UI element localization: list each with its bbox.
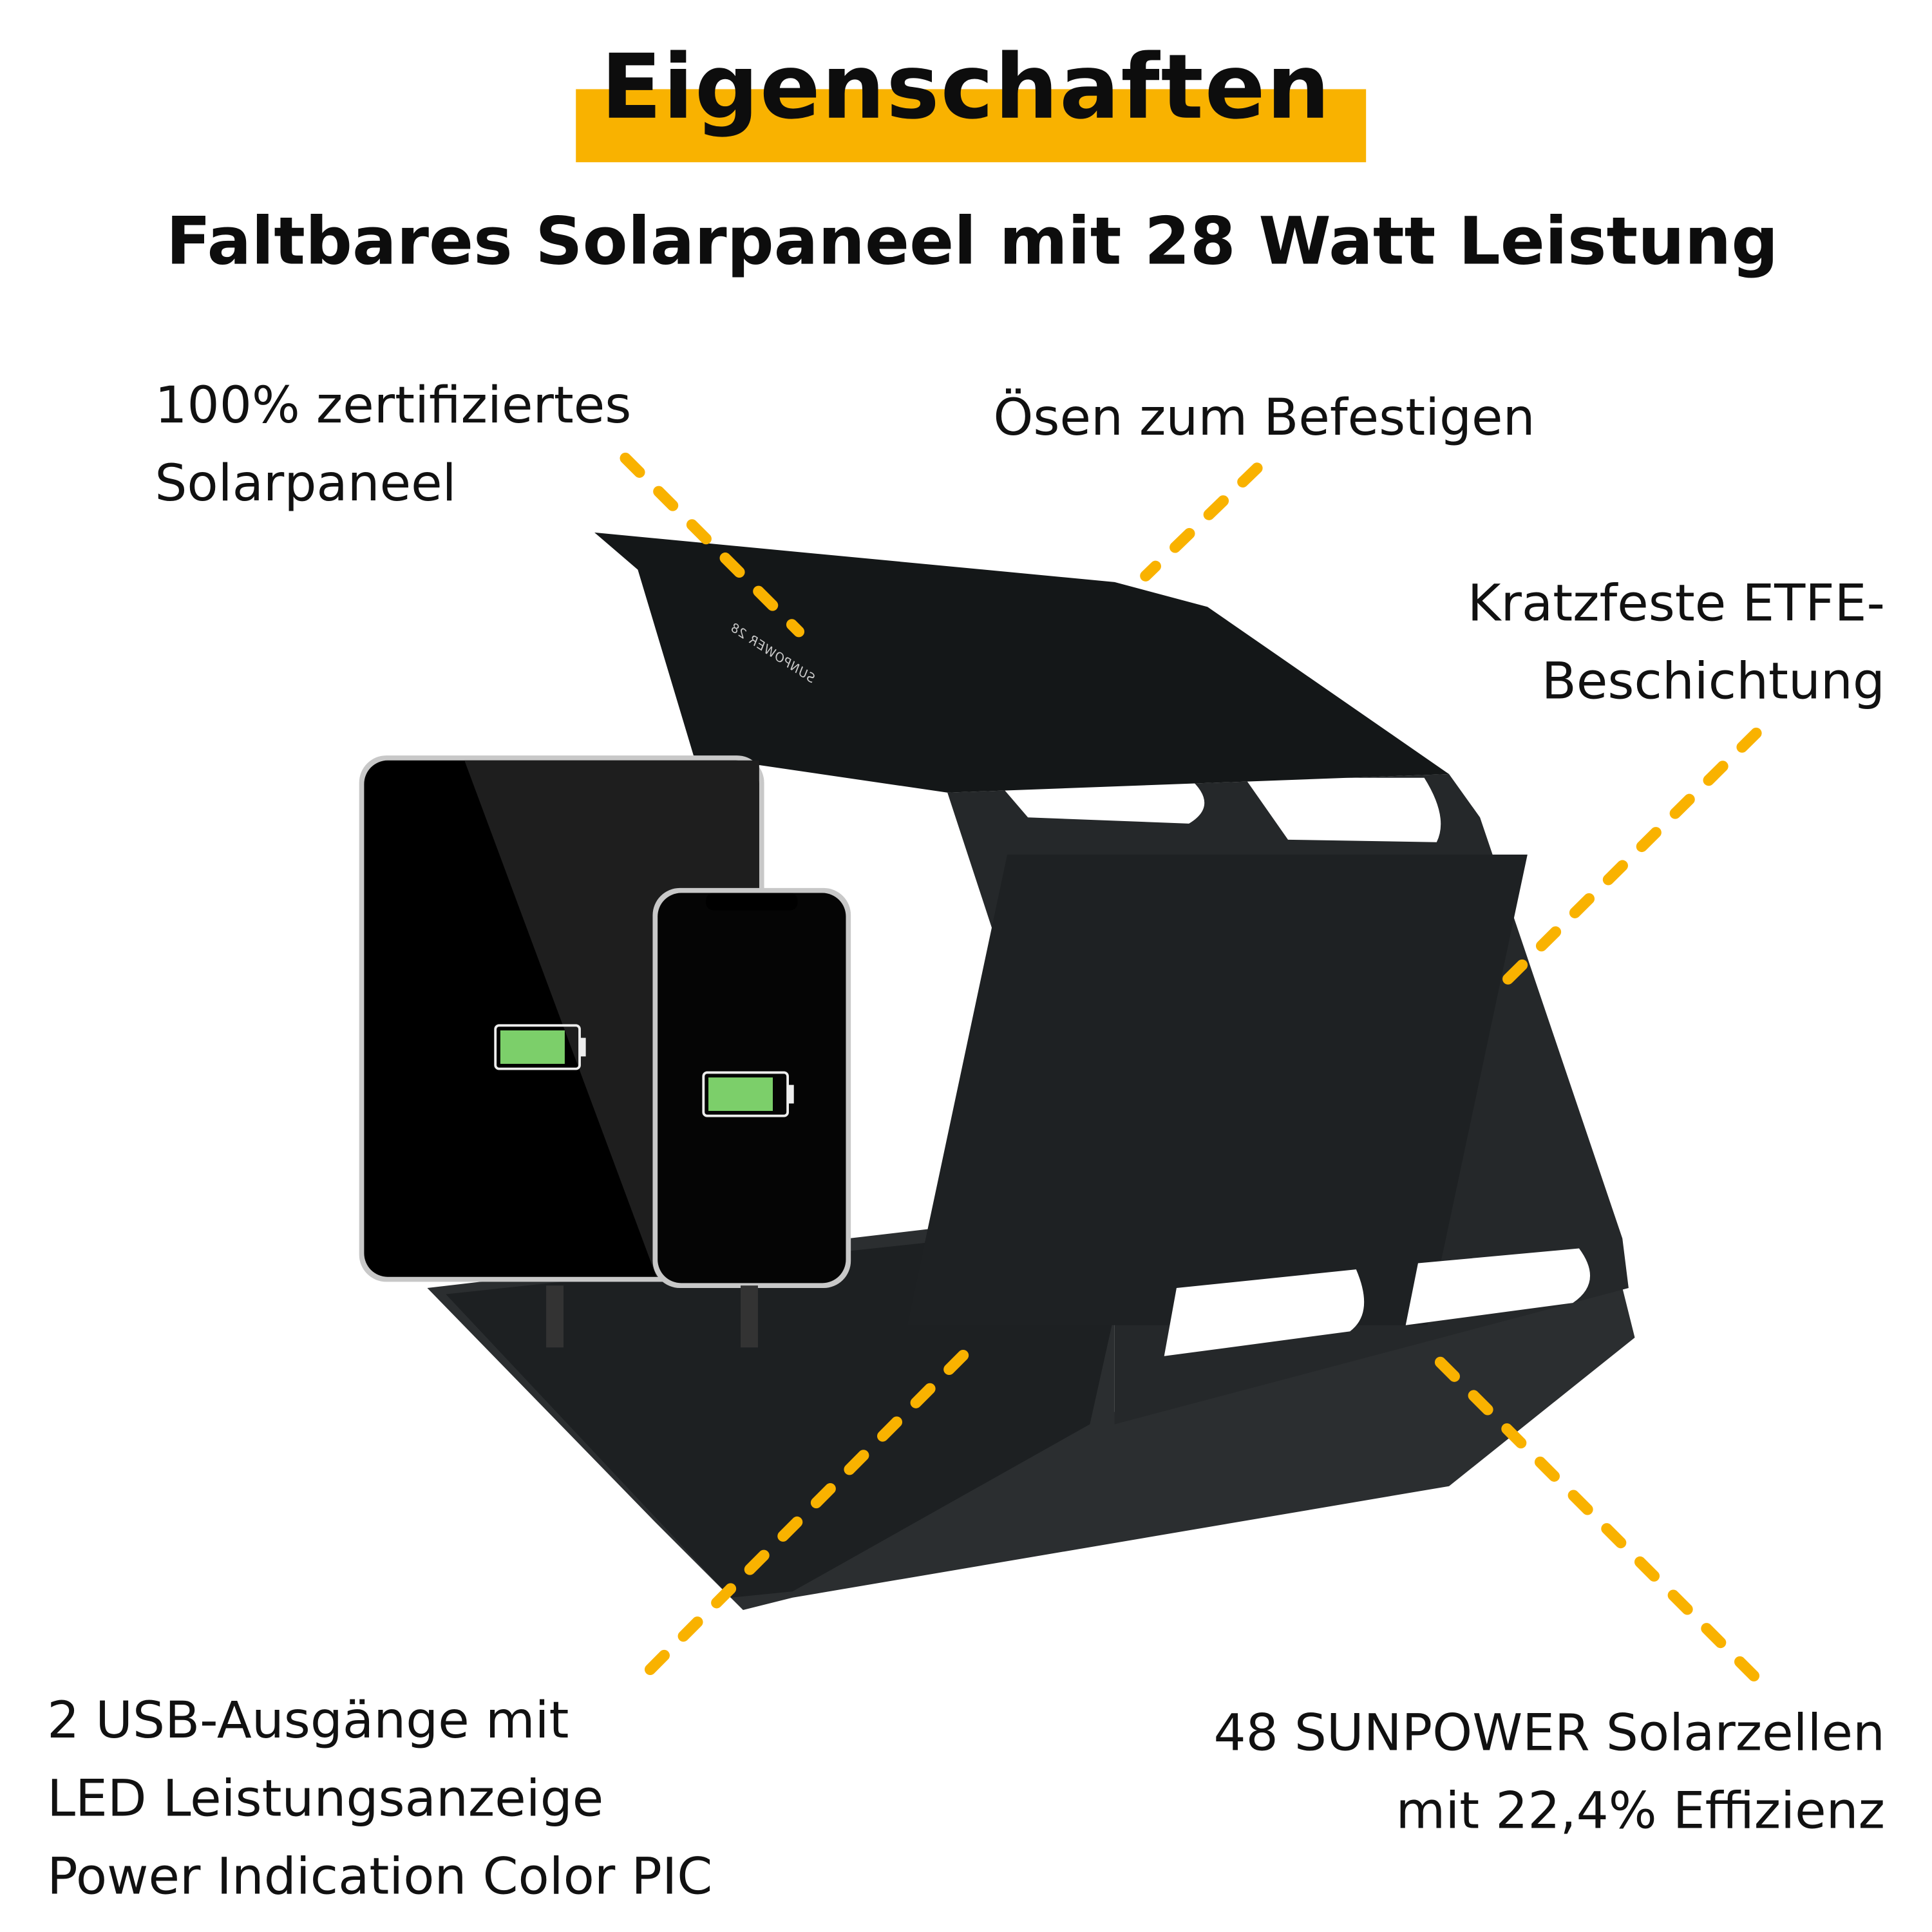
- leader-line-coating: [1484, 727, 1762, 1003]
- callout-coating: Kratzfeste ETFE- Beschichtung: [1468, 565, 1885, 721]
- callout-line: Ösen zum Befestigen: [993, 387, 1535, 448]
- page-title: Eigenschaften: [600, 34, 1332, 139]
- leader-line-eyelets: [1140, 462, 1263, 582]
- solar-panel-top: [594, 532, 1450, 793]
- callout-line: 2 USB-Ausgänge mit: [47, 1690, 569, 1750]
- title-highlight-bar: [576, 89, 1367, 162]
- leader-line-usb: [644, 1334, 984, 1675]
- handle-cutout: [1164, 1269, 1365, 1356]
- callout-line: Power Indication Color PIC: [47, 1846, 713, 1906]
- callout-line: Kratzfeste ETFE-: [1467, 573, 1885, 633]
- solar-panel-bottom-inner: [446, 1238, 1115, 1598]
- smartphone-device: [652, 887, 851, 1289]
- callout-line: LED Leistungsanzeige: [47, 1768, 604, 1828]
- usb-cable: [741, 1285, 758, 1348]
- callout-eyelets: Ösen zum Befestigen: [993, 379, 1535, 457]
- callout-certified: 100% zertifiziertes Solarpaneel: [155, 366, 631, 522]
- battery-full-icon: [494, 1024, 586, 1070]
- solar-cells-middle: [907, 854, 1528, 1325]
- callout-line: 100% zertifiziertes: [155, 375, 632, 435]
- usb-cable: [546, 1285, 564, 1348]
- page-subtitle: Faltbares Solarpaneel mit 28 Watt Leistu…: [166, 204, 1779, 280]
- callout-line: 48 SUNPOWER Solarzellen: [1213, 1703, 1885, 1763]
- callout-line: Solarpaneel: [155, 453, 457, 513]
- leader-line-cells: [1434, 1356, 1774, 1696]
- callout-line: mit 22,4% Effizienz: [1396, 1781, 1885, 1841]
- battery-full-icon: [702, 1071, 794, 1117]
- callout-line: Beschichtung: [1541, 651, 1885, 711]
- handle-cutout: [1244, 777, 1441, 842]
- handle-cutout: [1405, 1248, 1591, 1325]
- leader-line-certified: [620, 452, 805, 638]
- callout-usb: 2 USB-Ausgänge mit LED Leistungsanzeige …: [47, 1682, 712, 1916]
- callout-cells: 48 SUNPOWER Solarzellen mit 22,4% Effizi…: [1213, 1694, 1885, 1850]
